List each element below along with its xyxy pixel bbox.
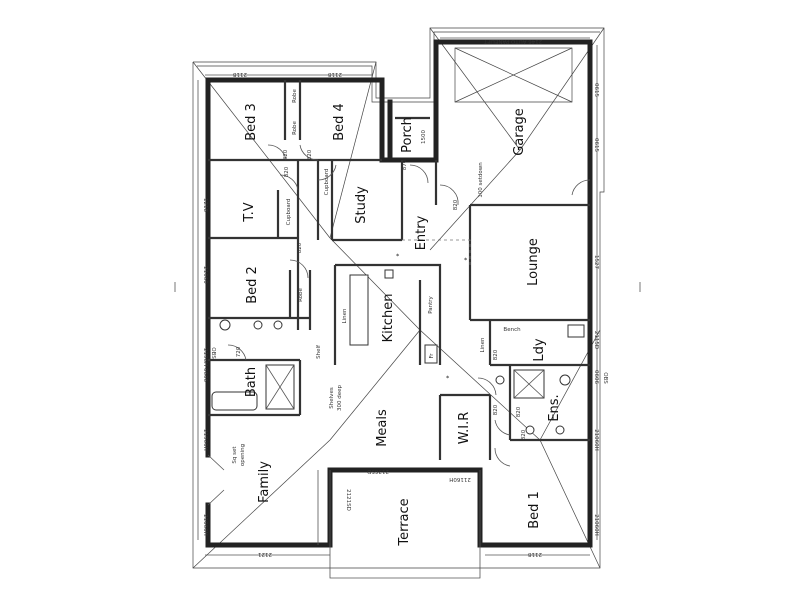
dim-right-1527: 1527 <box>593 255 599 269</box>
room-bed1: Bed 1 <box>527 491 542 529</box>
fridge-space <box>424 344 438 364</box>
dim-right-21060h: 21060H <box>593 429 599 451</box>
room-kitchen: Kitchen <box>381 294 396 343</box>
light-markers: * * * <box>396 252 468 382</box>
dim-right-21060h-b: 21060H <box>593 514 599 536</box>
label-garage-door: 2146 AUTO PANELIFT <box>483 38 542 44</box>
label-linen-kitchen: Linen <box>342 308 348 323</box>
fixtures <box>211 269 585 435</box>
room-bed3: Bed 3 <box>244 103 259 141</box>
label-shelves: Shelves <box>329 387 335 409</box>
label-linen-ldy: Linen <box>480 337 486 352</box>
door-820-c: 820 <box>284 166 290 177</box>
bathtub <box>211 391 258 411</box>
entry-ceiling <box>402 239 471 265</box>
vanity-basin <box>253 320 263 330</box>
dimension-texts: 2118 2118 2121 2118 1218 21060 2196H 060… <box>202 71 608 557</box>
door-1500: 1500 <box>421 130 427 144</box>
svg-text:*: * <box>446 374 450 382</box>
label-bench: Bench <box>503 327 521 333</box>
room-entry: Entry <box>414 215 429 250</box>
label-robe-bed2: Robe <box>298 287 304 301</box>
dim-right-0606: 0606 <box>593 370 599 384</box>
dim-bottom-right: 2118 <box>528 551 542 557</box>
door-870: 870 <box>402 159 408 170</box>
room-bed4: Bed 4 <box>332 103 347 141</box>
door-820-bed1: 820 <box>521 429 527 440</box>
label-fr: Fr <box>429 353 435 359</box>
label-pantry: Pantry <box>428 295 434 313</box>
room-study: Study <box>354 186 369 224</box>
dim-obs-left: OBS <box>210 347 216 359</box>
room-bed2: Bed 2 <box>245 266 260 304</box>
terrace-outline <box>329 470 481 579</box>
dim-left-21060: 21060 <box>202 266 208 284</box>
label-robe-bed3: Robe <box>292 88 298 102</box>
ensuite-toilet <box>559 374 571 386</box>
door-720: 720 <box>236 346 242 357</box>
door-820-entry: 820 <box>453 199 459 210</box>
dim-wir-21160h: 21160H <box>449 476 471 482</box>
label-sq-set: Sq set <box>232 446 238 464</box>
dim-right-0615a: 0615 <box>593 83 599 97</box>
dim-left-21900h: 21900H <box>202 429 208 451</box>
dimension-lines <box>197 37 598 556</box>
interior-walls <box>208 80 590 460</box>
label-cupboard-study: Cupboard <box>324 169 330 196</box>
dim-left-21060h: 21060H <box>202 514 208 536</box>
laundry-tap <box>495 375 505 385</box>
room-wir: W.I.R <box>457 412 472 445</box>
room-garage: Garage <box>512 108 527 156</box>
dim-right-0615b: 0615 <box>593 138 599 152</box>
room-labels: Bed 3 Bed 4 Porch Garage T.V Study Entry… <box>242 103 562 546</box>
minor-labels: Robe Robe Cupboard Cupboard Robe Linen P… <box>232 38 542 466</box>
label-cupboard-tv: Cupboard <box>286 199 292 226</box>
label-robe-bed4: Robe <box>292 120 298 134</box>
kitchen-bench <box>349 274 369 346</box>
room-meals: Meals <box>375 409 390 447</box>
dim-top-left: 2118 <box>233 71 247 77</box>
label-shelves-deep: 300 deep <box>337 384 343 411</box>
door-820-wir: 820 <box>493 404 499 415</box>
room-bath: Bath <box>244 367 259 397</box>
dim-bottom-left: 2121 <box>258 551 272 557</box>
room-ens: Ens. <box>547 394 562 421</box>
svg-text:*: * <box>464 256 468 264</box>
ensuite-basin <box>525 425 535 435</box>
dim-left-2196h: 2196H 0606 <box>202 348 208 382</box>
dim-left-1218: 1218 <box>202 198 208 212</box>
room-family: Family <box>257 461 272 503</box>
door-820-a: 820 <box>283 149 289 160</box>
door-820-ldy: 820 <box>493 349 499 360</box>
doors <box>207 144 591 506</box>
svg-text:*: * <box>396 252 400 260</box>
label-opening: opening <box>240 444 246 466</box>
room-lounge: Lounge <box>526 238 541 286</box>
door-widths: 820 820 820 820 870 1500 820 720 820 820… <box>236 130 527 441</box>
room-tv: T.V <box>242 202 257 223</box>
dim-right-2115d: 2115D <box>593 331 599 349</box>
room-ldy: Ldy <box>532 338 547 361</box>
room-porch: Porch <box>400 117 415 153</box>
door-820-ens: 820 <box>516 406 522 417</box>
laundry-tub <box>567 324 585 338</box>
kitchen-sink <box>384 269 394 279</box>
ensuite-basin-2 <box>555 425 565 435</box>
vanity-basin-2 <box>273 320 283 330</box>
dim-top-right: 2118 <box>328 71 342 77</box>
dim-meals-21365d: 21365D <box>367 468 389 474</box>
room-terrace: Terrace <box>397 498 412 546</box>
label-setdown: 100 setdown <box>478 162 484 198</box>
door-820-d: 820 <box>297 242 303 253</box>
door-820-b: 820 <box>307 149 313 160</box>
toilet <box>219 319 231 331</box>
label-shelf: Shelf <box>316 344 322 359</box>
dim-terrace-2121sd: 2121SD <box>345 489 351 511</box>
dim-obs-right: OBS <box>602 372 608 384</box>
